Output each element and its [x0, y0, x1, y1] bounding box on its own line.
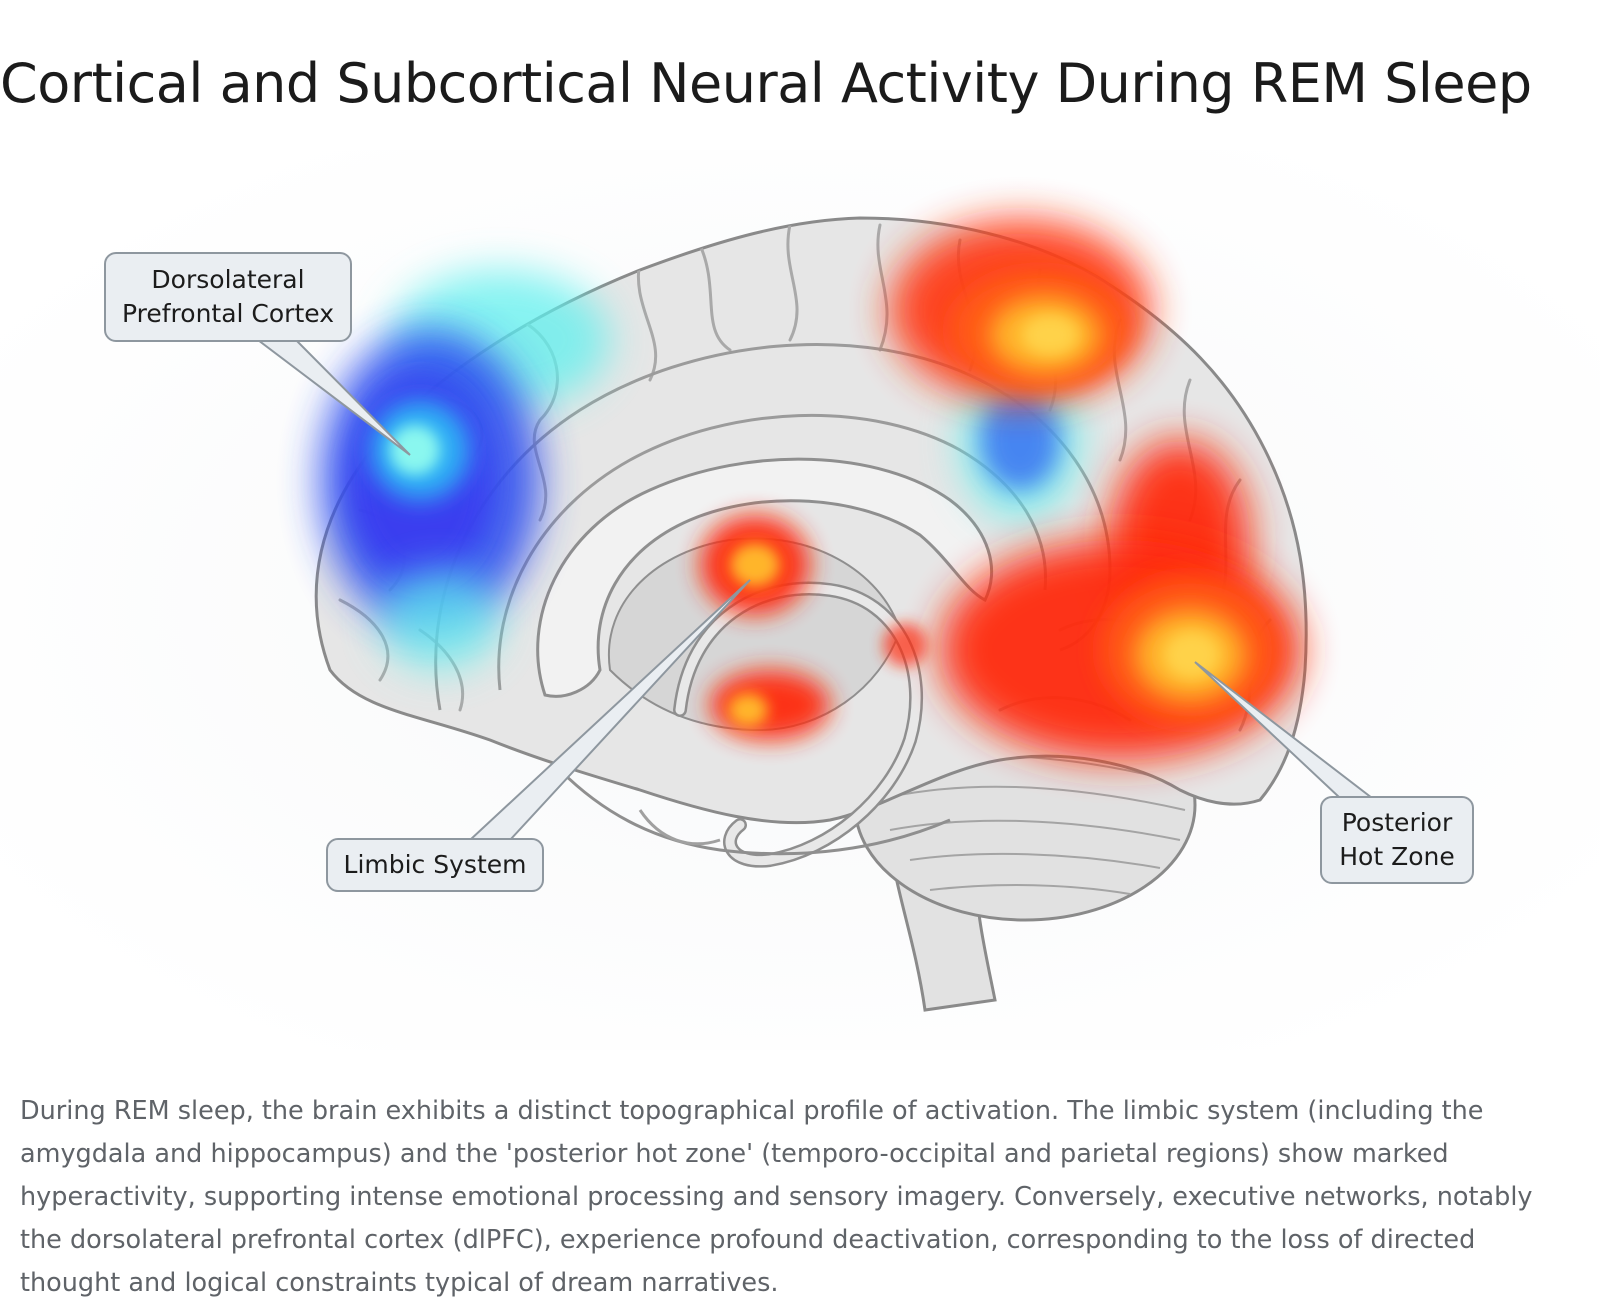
callout-dlpfc-line1: Dorsolateral: [151, 265, 305, 294]
callout-dlpfc-line2: Prefrontal Cortex: [122, 299, 334, 328]
figure-description: During REM sleep, the brain exhibits a d…: [20, 1096, 1533, 1298]
callout-limbic-line1: Limbic System: [343, 850, 527, 879]
callout-posterior-line1: Posterior: [1341, 808, 1453, 837]
brain-diagram: Dorsolateral Prefrontal Cortex Limbic Sy…: [0, 150, 1600, 1050]
callout-posterior: Posterior Hot Zone: [1320, 796, 1474, 884]
callout-dlpfc: Dorsolateral Prefrontal Cortex: [104, 252, 352, 342]
deactivation-dlpfc: [320, 270, 1080, 670]
activation-parietal: [890, 220, 1150, 400]
callout-posterior-line2: Hot Zone: [1339, 842, 1455, 871]
activation-posterior-hot-zone: [940, 440, 1300, 760]
callout-limbic: Limbic System: [326, 838, 544, 892]
page-title: Cortical and Subcortical Neural Activity…: [0, 52, 1532, 115]
activation-limbic: [700, 515, 927, 740]
brain-illustration: [0, 150, 1600, 1050]
